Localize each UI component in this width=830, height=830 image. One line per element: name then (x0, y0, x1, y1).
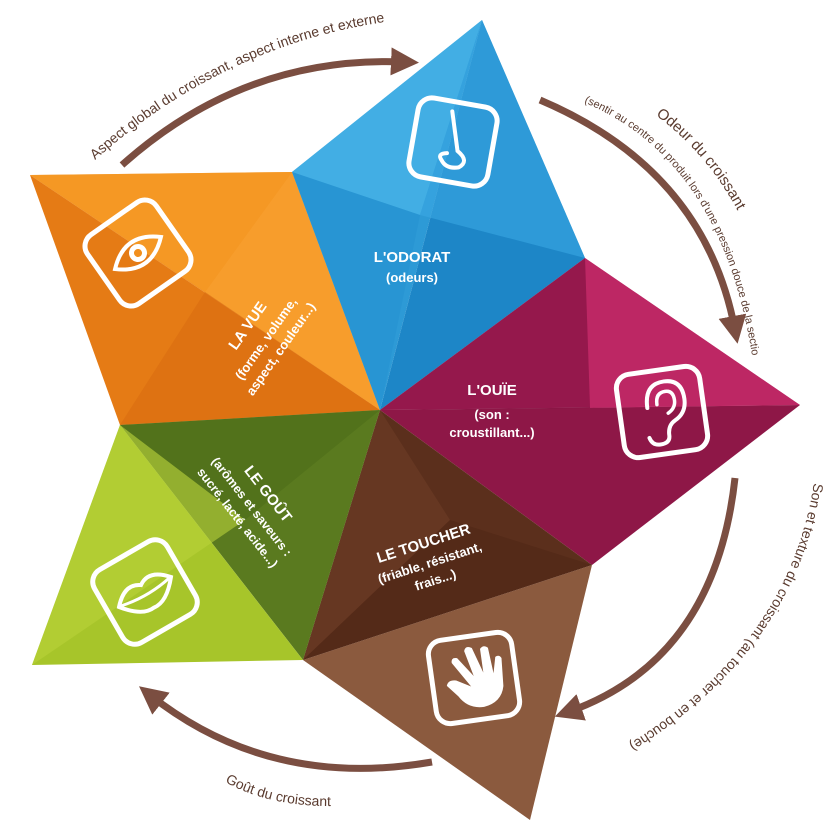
cycle-arrows (119, 47, 747, 772)
ouie-title: L'OUÏE (467, 382, 516, 399)
sense-toucher (303, 410, 592, 820)
label-odorat: L'ODORAT (odeurs) (374, 249, 451, 285)
odorat-desc-1: (odeurs) (386, 270, 438, 285)
mouth-icon (90, 537, 200, 647)
eye-icon (82, 197, 194, 309)
arrow-ouie-to-toucher (554, 477, 739, 721)
ouie-desc-2: croustillant...) (449, 425, 534, 440)
arrow-odorat-to-ouie (538, 96, 747, 344)
arrow-toucher-to-gout (139, 686, 433, 772)
label-ouie: L'OUÏE (son : croustillant...) (449, 382, 534, 440)
nose-icon (406, 95, 500, 189)
arrow-vue-to-odorat (119, 47, 419, 168)
arc-label-gout: Goût du croissant (224, 770, 331, 809)
odorat-title: L'ODORAT (374, 249, 451, 266)
sense-vue (30, 172, 380, 425)
ear-icon (613, 363, 711, 461)
sense-odorat (292, 20, 585, 410)
ouie-desc-1: (son : (474, 407, 509, 422)
hand-icon (425, 629, 523, 727)
